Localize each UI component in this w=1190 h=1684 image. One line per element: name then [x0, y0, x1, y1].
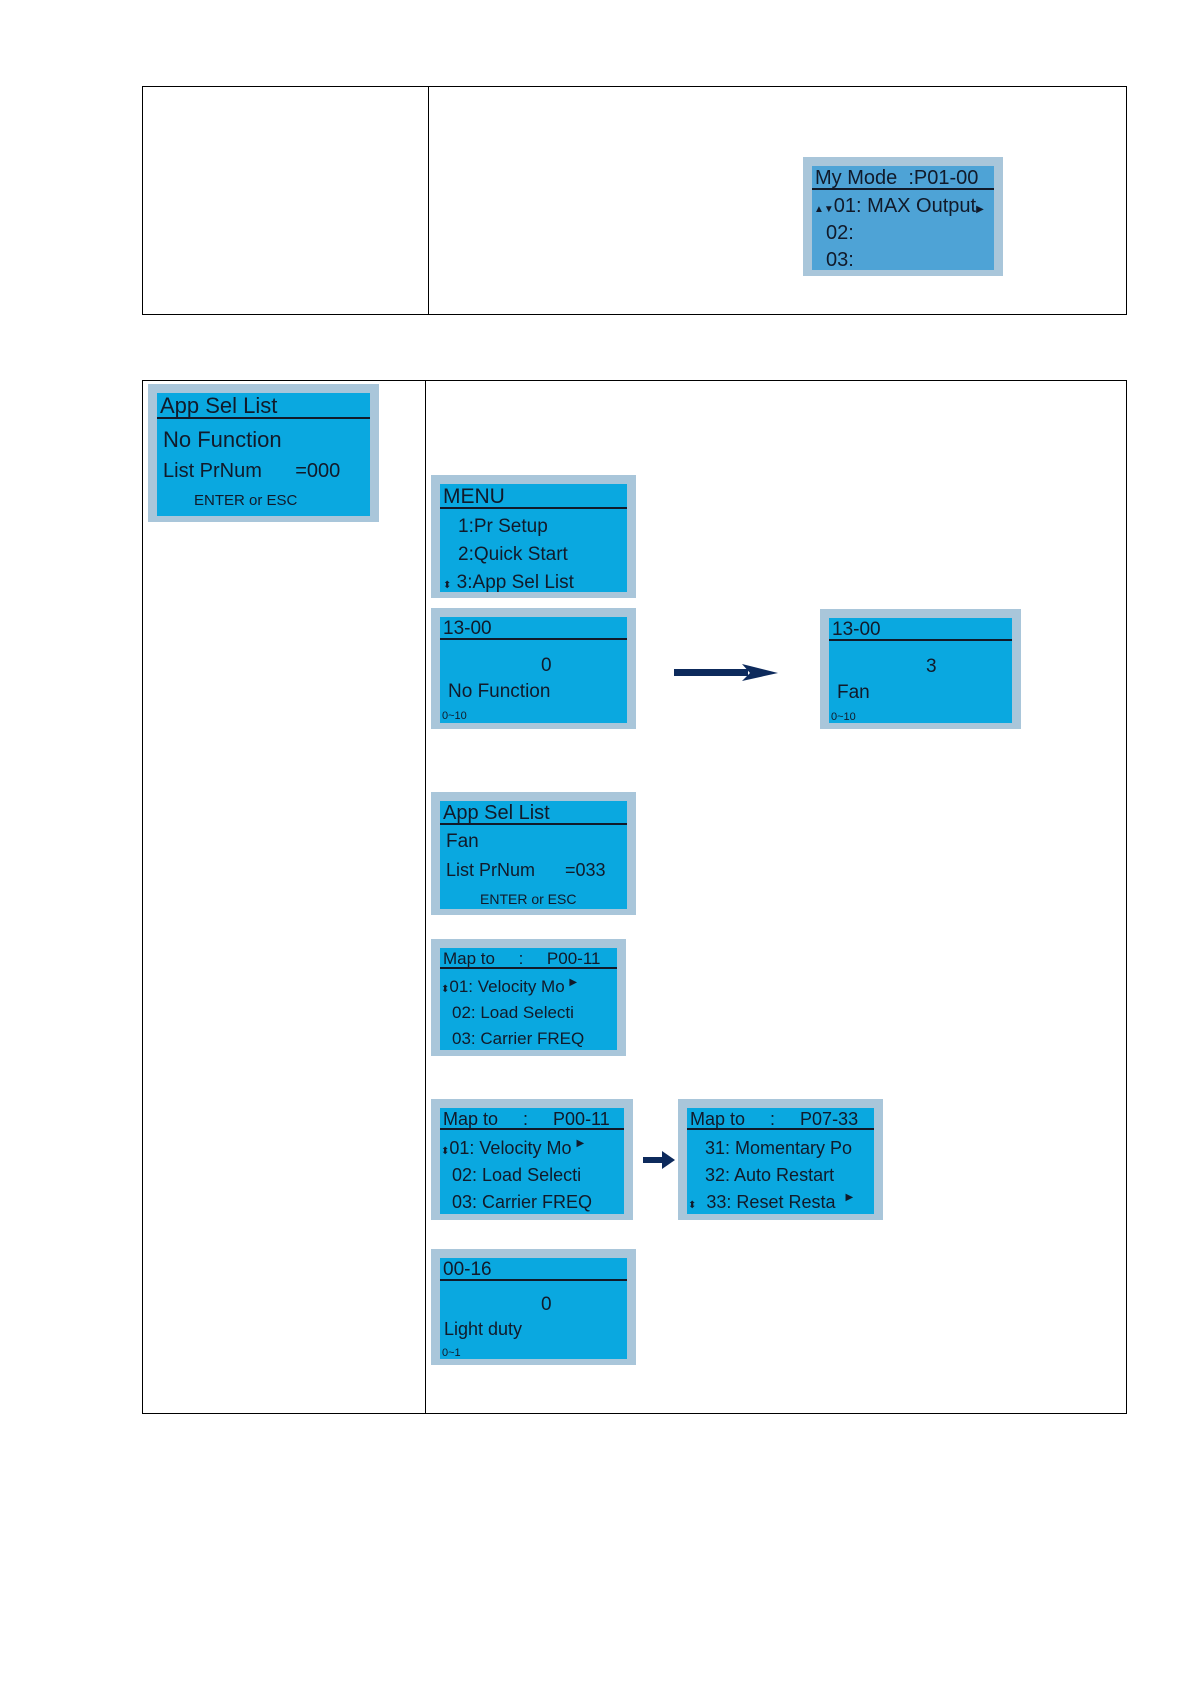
lcd-line-text: 01: MAX Output [833, 195, 977, 217]
up-down-arrow-icon: ⬍ [443, 580, 452, 591]
lcd-line: 03: Carrier FREQ [452, 1029, 585, 1048]
lcd-13-00-fan: 13-00 3 Fan 0~10 [820, 609, 1021, 729]
lcd-line: ⬍ 3:App Sel List [443, 573, 574, 592]
lcd-header: App Sel List [440, 803, 627, 825]
right-triangle-icon: ▶ [845, 1192, 854, 1203]
lcd-line: ▲▼01: MAX Output▶ [814, 196, 984, 216]
lcd-screen: Map to : P07-33 31: Momentary Po 32: Aut… [687, 1108, 874, 1214]
lcd-map-to-p07-33: Map to : P07-33 31: Momentary Po 32: Aut… [678, 1099, 883, 1220]
lcd-range: 0~1 [442, 1347, 461, 1359]
lcd-my-mode: My Mode :P01-00 ▲▼01: MAX Output▶ 02: 03… [803, 157, 1003, 276]
lcd-line: ENTER or ESC [480, 891, 577, 907]
lcd-screen: My Mode :P01-00 ▲▼01: MAX Output▶ 02: 03… [812, 166, 994, 270]
lcd-header: 13-00 [829, 620, 1012, 641]
lcd-value: 0 [541, 1294, 552, 1315]
lcd-header: Map to : P00-11 [440, 950, 617, 969]
lcd-line: 2:Quick Start [458, 544, 568, 565]
lcd-line: 02: Load Selecti [452, 1165, 582, 1185]
lcd-line: ⬍01: Velocity Mo ▶ [441, 977, 578, 996]
lcd-line: List PrNum =000 [163, 460, 341, 482]
lcd-range: 0~10 [831, 711, 856, 723]
lcd-line: 02: Load Selecti [452, 1003, 574, 1022]
lcd-line: List PrNum =033 [446, 860, 606, 880]
lcd-screen: Map to : P00-11 ⬍01: Velocity Mo ▶ 02: L… [440, 1108, 624, 1214]
lcd-line-text: 01: Velocity Mo [449, 977, 565, 996]
lcd-header: 00-16 [440, 1260, 627, 1281]
lcd-screen: 13-00 3 Fan 0~10 [829, 618, 1012, 723]
column-divider [425, 381, 426, 1413]
lcd-screen: 13-00 0 No Function 0~10 [440, 617, 627, 723]
lcd-line: 03: [826, 249, 854, 270]
right-arrow-icon [674, 664, 778, 681]
lcd-line-text: 01: Velocity Mo [449, 1138, 572, 1158]
lcd-header: Map to : P07-33 [687, 1110, 874, 1130]
lcd-value: 0 [541, 655, 552, 676]
lcd-screen: MENU 1:Pr Setup 2:Quick Start ⬍ 3:App Se… [440, 484, 627, 592]
table-1 [142, 86, 1127, 315]
lcd-line: Light duty [444, 1319, 523, 1339]
lcd-header: Map to : P00-11 [440, 1110, 624, 1130]
lcd-line: ⬍01: Velocity Mo ▶ [441, 1138, 585, 1158]
lcd-app-sel-no-function: App Sel List No Function List PrNum =000… [148, 384, 379, 522]
right-triangle-icon: ▶ [576, 1138, 585, 1149]
lcd-00-16-light-duty: 00-16 0 Light duty 0~1 [431, 1249, 636, 1365]
lcd-line: 03: Carrier FREQ [452, 1192, 593, 1212]
lcd-app-sel-fan: App Sel List Fan List PrNum =033 ENTER o… [431, 792, 636, 915]
right-triangle-icon: ▶ [569, 977, 578, 988]
lcd-line-text: 3:App Sel List [456, 572, 574, 592]
lcd-line: 02: [826, 222, 854, 244]
column-divider [428, 87, 429, 314]
lcd-line: 32: Auto Restart [705, 1165, 835, 1185]
up-down-arrow-icon: ⬍ [441, 984, 450, 995]
lcd-map-to-p00-11: Map to : P00-11 ⬍01: Velocity Mo ▶ 02: L… [431, 939, 626, 1056]
lcd-screen: App Sel List Fan List PrNum =033 ENTER o… [440, 801, 627, 909]
lcd-line-text: 33: Reset Resta [706, 1192, 836, 1212]
lcd-header: App Sel List [157, 395, 370, 419]
right-triangle-icon: ▶ [976, 204, 984, 215]
lcd-range: 0~10 [442, 710, 467, 722]
lcd-map-to-p00-11-b: Map to : P00-11 ⬍01: Velocity Mo ▶ 02: L… [431, 1099, 633, 1220]
up-down-arrow-icon: ⬍ [688, 1200, 697, 1211]
lcd-line: No Function [163, 427, 282, 452]
lcd-line: Fan [837, 682, 870, 703]
lcd-line: Fan [446, 831, 479, 852]
lcd-line: 31: Momentary Po [705, 1138, 853, 1158]
lcd-screen: 00-16 0 Light duty 0~1 [440, 1258, 627, 1359]
lcd-value: 3 [926, 656, 937, 677]
lcd-header: MENU [440, 486, 627, 509]
lcd-line: 1:Pr Setup [458, 516, 548, 537]
lcd-line: ⬍ 33: Reset Resta ▶ [688, 1192, 854, 1212]
lcd-line: ENTER or ESC [194, 492, 298, 509]
up-down-arrow-icon: ⬍ [441, 1146, 450, 1157]
lcd-header: My Mode :P01-00 [812, 168, 994, 190]
up-down-arrow-icon: ▲▼ [814, 204, 834, 215]
right-arrow-icon [643, 1151, 675, 1169]
lcd-screen: Map to : P00-11 ⬍01: Velocity Mo ▶ 02: L… [440, 948, 617, 1050]
lcd-line: No Function [448, 681, 551, 702]
lcd-header: 13-00 [440, 619, 627, 640]
table-2 [142, 380, 1127, 1414]
lcd-screen: App Sel List No Function List PrNum =000… [157, 393, 370, 516]
lcd-menu: MENU 1:Pr Setup 2:Quick Start ⬍ 3:App Se… [431, 475, 636, 598]
lcd-13-00-no-function: 13-00 0 No Function 0~10 [431, 608, 636, 729]
